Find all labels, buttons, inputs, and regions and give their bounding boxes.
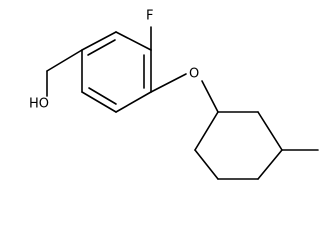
hydroxyl-label: HO xyxy=(29,97,49,112)
ring-bond-c4-c5 xyxy=(81,91,117,113)
ring-double-bond-c1-c6 xyxy=(87,39,116,56)
bond-c6-ch2 xyxy=(46,49,83,72)
structure-diagram: F O HO xyxy=(29,8,319,180)
molecule-drawing: F O HO xyxy=(29,9,319,180)
cyclohexane-bond-3 xyxy=(257,149,283,180)
bond-c3-oxygen xyxy=(150,73,187,93)
cyclohexane-ring xyxy=(194,111,283,180)
cyclohexane-bond-5 xyxy=(194,149,219,180)
ring-bond-c6-c1 xyxy=(81,31,117,51)
benzene-ring xyxy=(81,31,152,113)
cyclohexane-bond-6 xyxy=(194,111,219,151)
ring-bond-c3-c4 xyxy=(115,91,152,113)
ring-bond-c1-c2 xyxy=(115,31,152,51)
fluorine-label: F xyxy=(146,9,153,24)
cyclohexane-bond-2 xyxy=(257,111,283,151)
ether-oxygen-label: O xyxy=(189,67,199,82)
ring-double-bond-c4-c5 xyxy=(88,87,117,105)
bond-oxygen-cyclohexyl xyxy=(201,80,219,113)
